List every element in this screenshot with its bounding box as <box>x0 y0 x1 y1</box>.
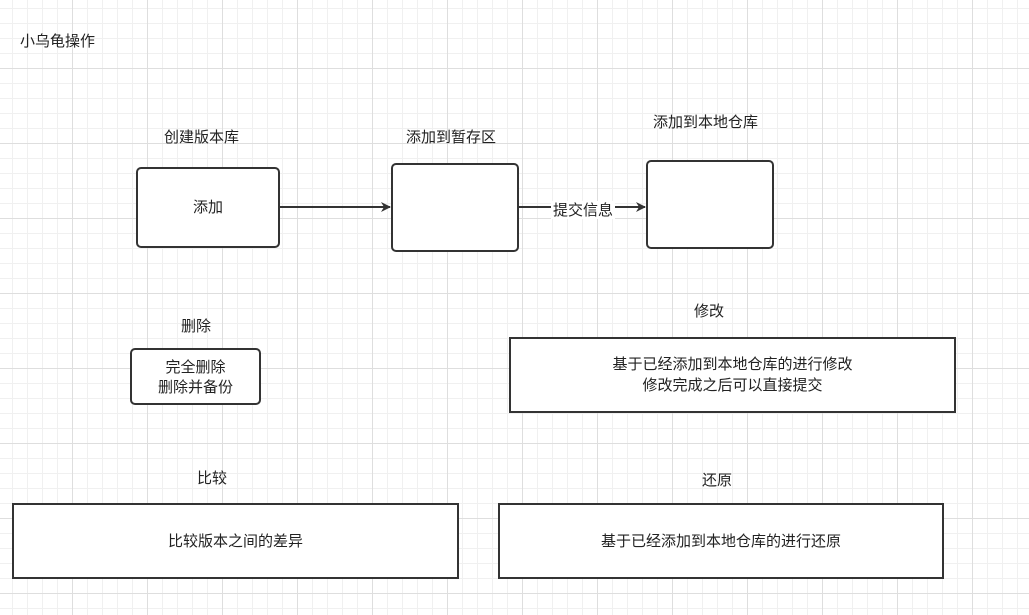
compare-box-text: 比较版本之间的差异 <box>167 531 303 550</box>
delete-line-1: 完全删除 <box>165 357 226 376</box>
local-repo-box[interactable] <box>646 160 774 249</box>
modify-line-2: 修改完成之后可以直接提交 <box>642 376 823 394</box>
create-repo-box-text: 添加 <box>192 198 223 216</box>
compare-box[interactable]: 比较版本之间的差异 <box>12 503 459 579</box>
delete-box[interactable]: 完全删除 删除并备份 <box>130 348 261 405</box>
local-repo-heading: 添加到本地仓库 <box>653 113 759 131</box>
staging-heading: 添加到暂存区 <box>406 128 497 146</box>
create-repo-box[interactable]: 添加 <box>136 167 280 248</box>
staging-box[interactable] <box>391 163 519 252</box>
create-repo-heading: 创建版本库 <box>164 128 240 146</box>
commit-edge-label: 提交信息 <box>551 201 616 219</box>
modify-box[interactable]: 基于已经添加到本地仓库的进行修改 修改完成之后可以直接提交 <box>509 337 956 413</box>
modify-heading: 修改 <box>694 302 725 320</box>
restore-box-text: 基于已经添加到本地仓库的进行还原 <box>600 531 841 550</box>
diagram-title: 小乌龟操作 <box>20 32 96 50</box>
compare-heading: 比较 <box>197 469 228 487</box>
delete-heading: 删除 <box>181 317 212 335</box>
restore-box[interactable]: 基于已经添加到本地仓库的进行还原 <box>498 503 944 579</box>
modify-line-1: 基于已经添加到本地仓库的进行修改 <box>612 355 853 373</box>
restore-heading: 还原 <box>702 471 733 489</box>
delete-line-2: 删除并备份 <box>157 377 233 396</box>
